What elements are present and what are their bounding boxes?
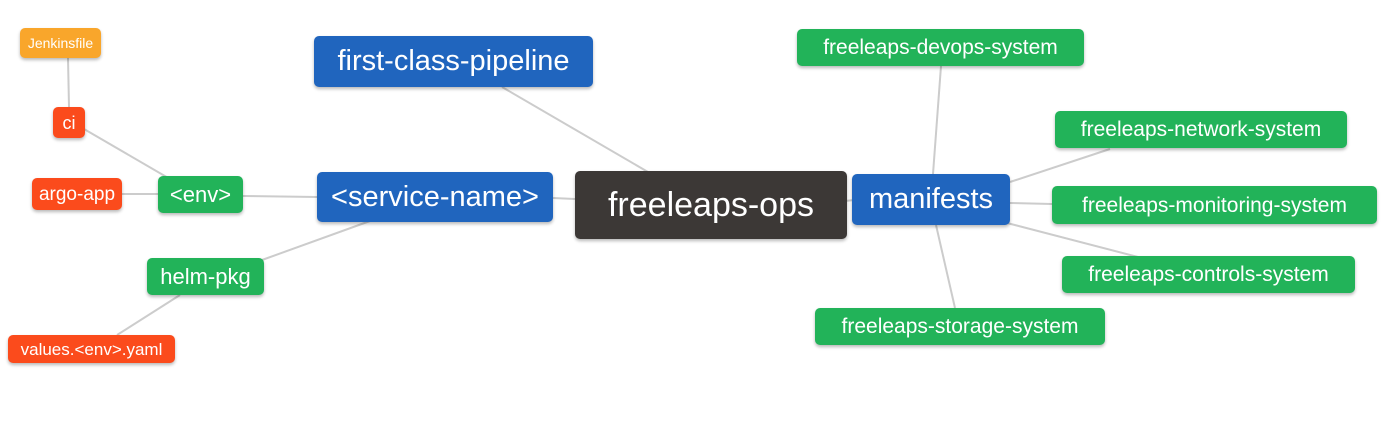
node-label: freeleaps-controls-system	[1088, 263, 1329, 286]
node-label: Jenkinsfile	[27, 35, 94, 51]
node-label: freeleaps-monitoring-system	[1082, 193, 1347, 217]
node-label: ci	[62, 112, 76, 133]
mindmap-node-first-class-pipeline[interactable]: first-class-pipeline	[314, 36, 593, 87]
mindmap-node-ci[interactable]: ci	[53, 107, 85, 138]
mindmap-node-service-name[interactable]: <service-name>	[317, 172, 553, 222]
node-label: first-class-pipeline	[337, 45, 570, 77]
node-label: <service-name>	[331, 180, 539, 213]
mindmap-node-manifests[interactable]: manifests	[852, 174, 1010, 225]
mindmap-node-storage-system[interactable]: freeleaps-storage-system	[815, 308, 1105, 345]
mindmap-node-jenkinsfile[interactable]: Jenkinsfile	[20, 28, 101, 58]
mindmap-node-freeleaps-ops[interactable]: freeleaps-ops	[575, 171, 847, 239]
node-label: argo-app	[38, 183, 116, 205]
mindmap-node-devops-system[interactable]: freeleaps-devops-system	[797, 29, 1084, 66]
mindmap-node-controls-system[interactable]: freeleaps-controls-system	[1062, 256, 1355, 293]
node-label: values.<env>.yaml	[20, 339, 163, 359]
node-label: freeleaps-ops	[607, 186, 814, 224]
mindmap-node-env[interactable]: <env>	[158, 176, 243, 213]
node-label: helm-pkg	[160, 263, 251, 289]
mindmap-node-network-system[interactable]: freeleaps-network-system	[1055, 111, 1347, 148]
node-label: freeleaps-storage-system	[841, 315, 1079, 338]
node-label: manifests	[868, 183, 994, 215]
mindmap-node-argo-app[interactable]: argo-app	[32, 178, 122, 210]
mindmap-node-helm-pkg[interactable]: helm-pkg	[147, 258, 264, 295]
node-label: <env>	[169, 181, 232, 207]
node-label: freeleaps-devops-system	[823, 36, 1058, 59]
mindmap-node-monitoring-system[interactable]: freeleaps-monitoring-system	[1052, 186, 1377, 224]
node-label: freeleaps-network-system	[1080, 118, 1322, 141]
mindmap-node-values-env-yaml[interactable]: values.<env>.yaml	[8, 335, 175, 363]
